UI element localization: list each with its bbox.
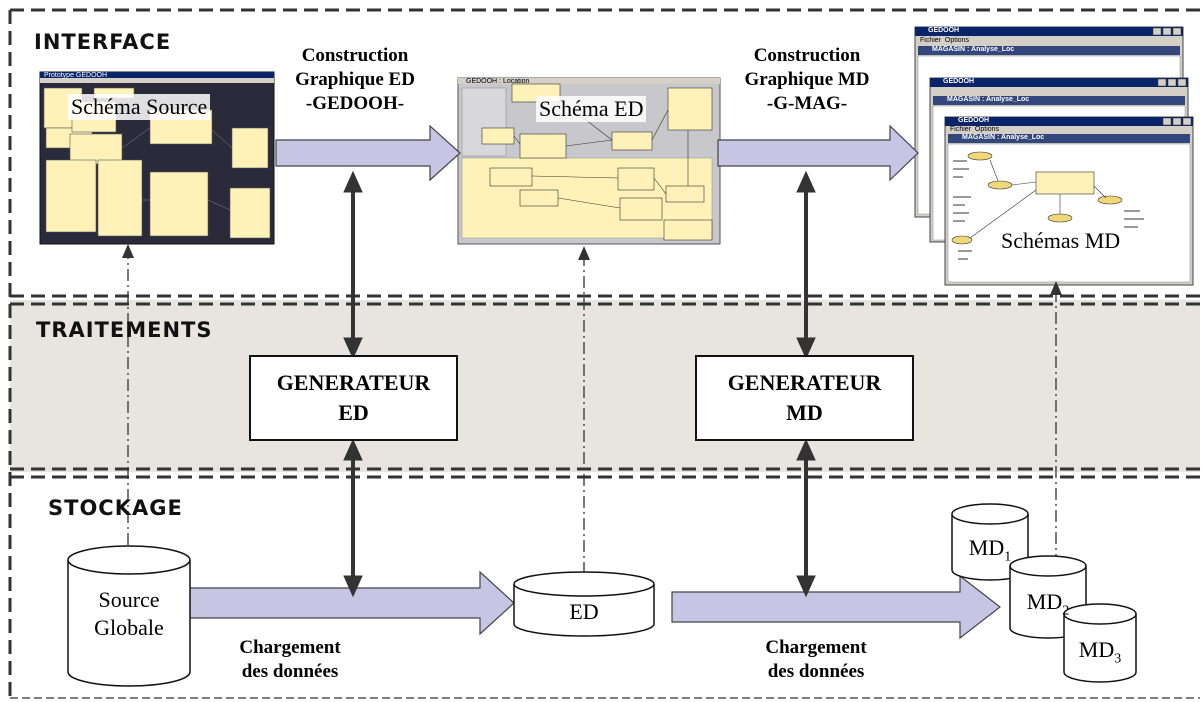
source-window-title: Prototype GEDOOH (44, 72, 108, 79)
md-schemas-screenshot (914, 26, 1194, 286)
flow-arrows (187, 124, 1001, 640)
caption-chargement-2: Chargement des données (765, 637, 867, 682)
dashdot-arrowheads (122, 244, 1062, 295)
caption-construction-md: Construction Graphique MD -G-MAG- (744, 45, 870, 114)
storage-source-globale-label: Source Globale (94, 587, 164, 640)
arrow-load-ed-to-md (671, 574, 1001, 640)
arrow-source-to-ed (275, 124, 461, 182)
traitements-band (10, 300, 1200, 472)
md-window-title-2: GEDOOH (943, 78, 975, 85)
md-window-title-3: GEDOOH (958, 117, 990, 124)
cylinder-md1 (951, 503, 1029, 581)
dashdot-links (127, 252, 1057, 574)
cylinder-ed (513, 571, 655, 637)
storage-md3-label: MD3 (1078, 637, 1122, 667)
arrow-load-source-to-ed (187, 570, 515, 636)
md-subwindow-title-3: MAGASIN : Analyse_Loc (962, 134, 1045, 141)
caption-schema-ed: Schéma ED (536, 96, 647, 122)
storage-cylinders (67, 503, 1137, 687)
caption-schema-source: Schéma Source (68, 94, 211, 120)
generator-ed-label: GENERATEUR ED (276, 370, 431, 425)
cylinder-md3 (1063, 603, 1137, 683)
layer-label-traitements: TRAITEMENTS (36, 318, 213, 342)
layer-label-stockage: STOCKAGE (48, 496, 183, 520)
generator-md-box (695, 355, 914, 441)
caption-schemas-md: Schémas MD (998, 228, 1124, 254)
md-subwindow-title-2: MAGASIN : Analyse_Loc (947, 96, 1030, 103)
caption-chargement-1: Chargement des données (239, 637, 341, 682)
md-menu-1: Fichier Options (920, 37, 970, 44)
ed-window-title: GEDOOH : Location (466, 78, 530, 85)
generator-arrows (343, 170, 816, 598)
generator-ed-box (249, 355, 458, 441)
storage-md2-label: MD2 (1026, 589, 1070, 619)
layer-borders (8, 8, 1200, 700)
md-menu-3: Fichier Options (950, 126, 1000, 133)
md-window-title-1: GEDOOH (928, 27, 960, 34)
md-subwindow-title-1: MAGASIN : Analyse_Loc (932, 46, 1015, 53)
caption-construction-ed: Construction Graphique ED -GEDOOH- (295, 45, 415, 114)
storage-md1-label: MD1 (968, 535, 1012, 565)
storage-ed-label: ED (569, 599, 599, 624)
arrow-ed-to-md (717, 124, 919, 182)
generator-md-label: GENERATEUR MD (727, 370, 882, 425)
layer-label-interface: INTERFACE (34, 30, 172, 54)
cylinder-source-globale (67, 545, 191, 687)
